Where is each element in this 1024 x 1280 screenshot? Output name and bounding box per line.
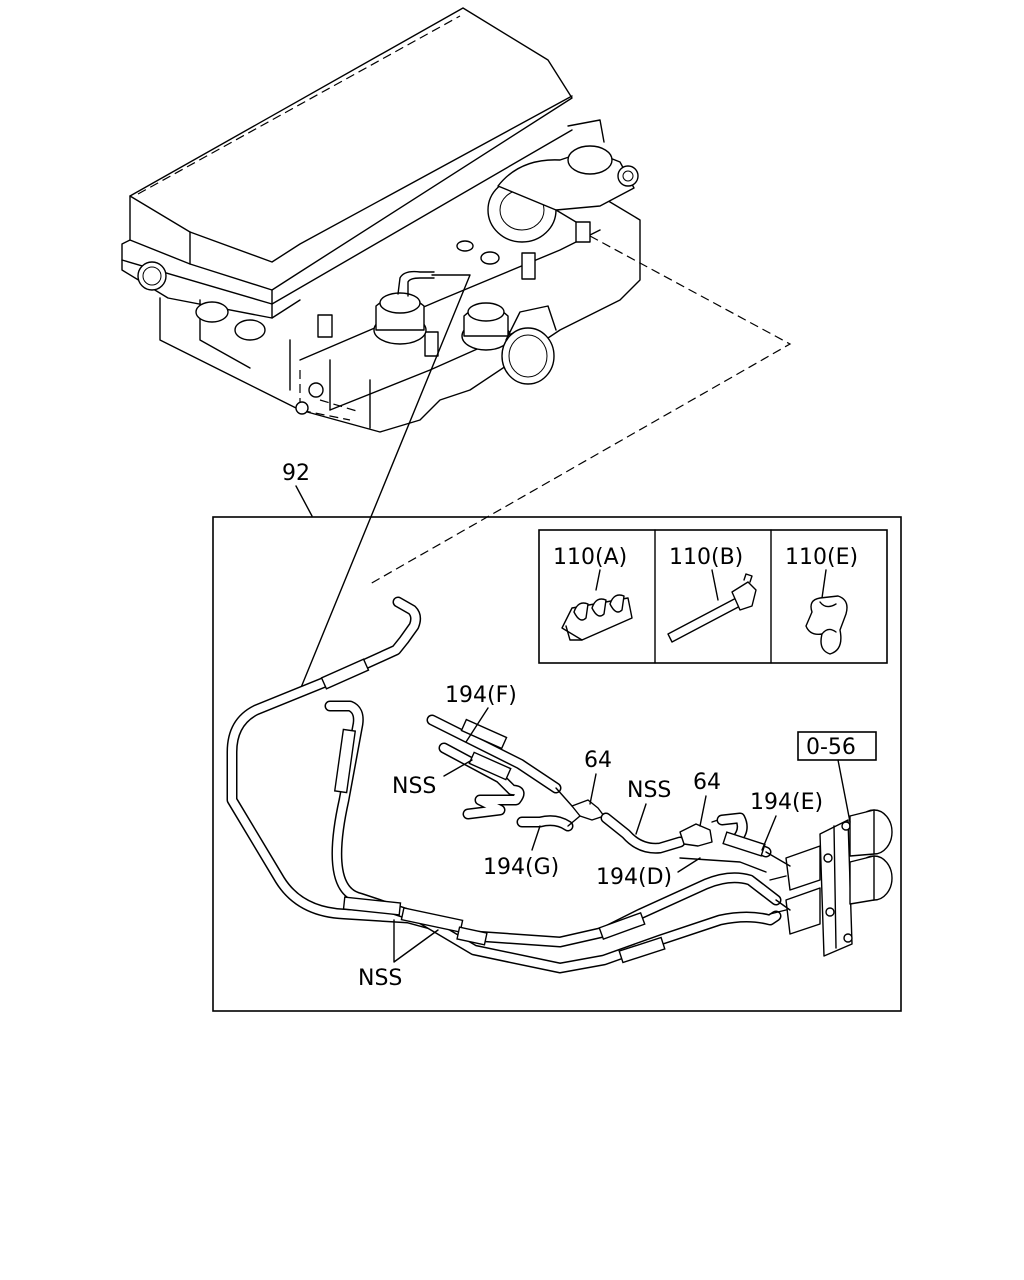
hose-routing [226, 596, 782, 974]
clip-a-label: 110(A) [553, 545, 627, 570]
connector-64-label-2: 64 [693, 770, 721, 795]
clip-b-label: 110(B) [669, 545, 743, 570]
valve-bracket-drawing [765, 809, 893, 957]
hose-d-label: 194(D) [596, 865, 672, 890]
clip-e-label: 110(E) [785, 545, 858, 570]
clip-a-drawing [561, 569, 633, 641]
clip-e-drawing [805, 569, 848, 655]
nss-label-mid: NSS [627, 778, 671, 803]
clip-detail-box [538, 529, 888, 664]
hose-e-label: 194(E) [750, 790, 823, 815]
nss-label-left: NSS [392, 774, 436, 799]
nss-label-bottom: NSS [358, 966, 402, 991]
engine-assembly-drawing [121, 7, 792, 691]
assembly-number: 92 [282, 461, 310, 486]
clip-b-drawing [667, 569, 757, 643]
reference-label: 0-56 [806, 735, 856, 760]
connector-64-label-1: 64 [584, 748, 612, 773]
hose-g-label: 194(G) [483, 855, 559, 880]
detail-frame [212, 516, 902, 1012]
reference-box-0-56: 0-56 [797, 731, 877, 823]
hose-f-label: 194(F) [445, 683, 517, 708]
